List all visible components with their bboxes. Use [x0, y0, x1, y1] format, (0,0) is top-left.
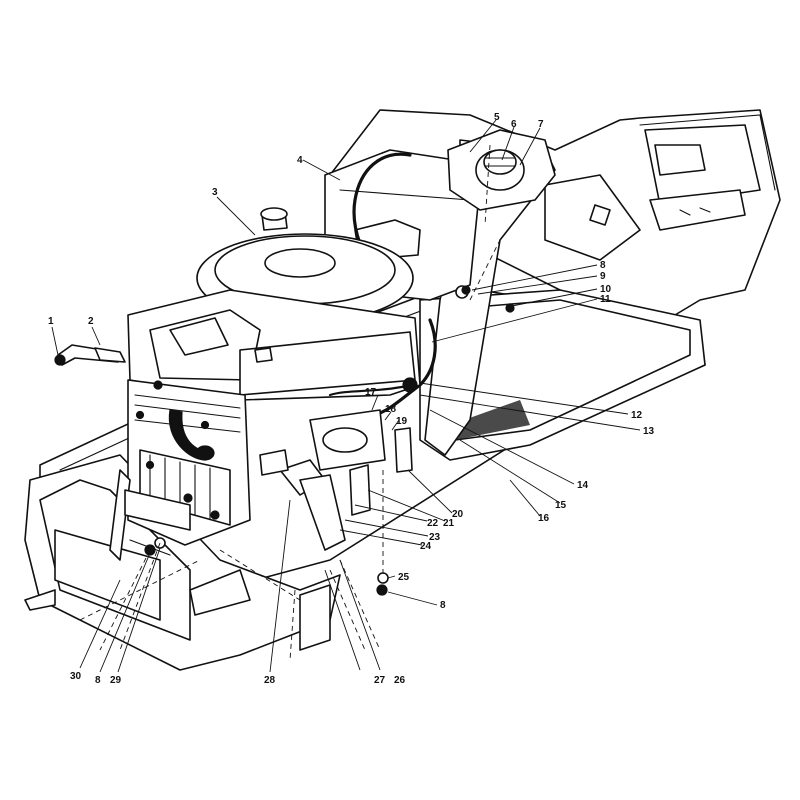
callout-4: 4 [297, 155, 303, 166]
callout-23: 23 [429, 532, 441, 543]
throttle-knob [402, 377, 418, 393]
callout-15: 15 [555, 500, 567, 511]
callout-3: 3 [212, 187, 218, 198]
callout-28: 28 [264, 675, 276, 686]
callout-13: 13 [643, 426, 655, 437]
callout-8-bottom: 8 [440, 600, 446, 611]
callout-1: 1 [48, 316, 54, 327]
callout-17: 17 [365, 387, 377, 398]
washer-25 [377, 572, 389, 584]
bolt-8-upper [461, 285, 471, 295]
engine [109, 207, 421, 561]
leader-lines [51, 119, 641, 673]
callout-25: 25 [398, 572, 410, 583]
callout-12: 12 [631, 410, 643, 421]
callout-5: 5 [494, 112, 500, 123]
callout-14: 14 [577, 480, 589, 491]
callout-11: 11 [600, 294, 611, 305]
callout-10: 10 [600, 284, 612, 295]
callout-22: 22 [427, 518, 439, 529]
callout-20: 20 [452, 509, 464, 520]
callout-9: 9 [600, 271, 606, 282]
callout-27: 27 [374, 675, 386, 686]
assembly-lines [79, 144, 501, 661]
footrest-board [419, 289, 706, 461]
callout-2: 2 [88, 316, 94, 327]
callout-24: 24 [420, 541, 432, 552]
callout-30: 30 [70, 671, 82, 682]
throttle-cable [328, 383, 417, 397]
callout-18: 18 [385, 404, 397, 415]
callout-labels: 1 2 3 4 5 6 7 8 9 10 11 12 13 14 15 16 1… [48, 112, 655, 686]
callout-8-upper: 8 [600, 260, 606, 271]
callout-19: 19 [396, 416, 408, 427]
callout-26: 26 [394, 675, 406, 686]
nut-8-bottom [376, 584, 388, 596]
callout-29: 29 [110, 675, 122, 686]
callout-7: 7 [538, 119, 544, 130]
dipstick-tube [54, 344, 126, 366]
callout-16: 16 [538, 513, 550, 524]
callout-6: 6 [511, 119, 517, 130]
bolt-11 [505, 303, 515, 313]
callout-8-left: 8 [95, 675, 101, 686]
callout-21: 21 [443, 518, 455, 529]
